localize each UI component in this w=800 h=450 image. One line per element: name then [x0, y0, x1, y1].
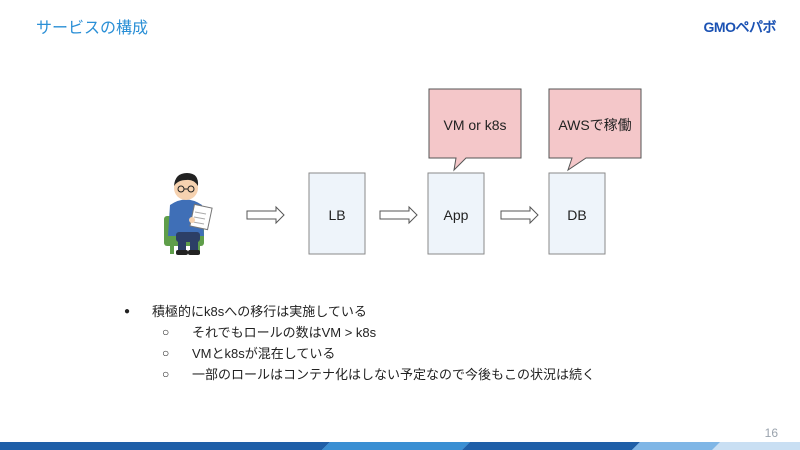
list-item: ○ 一部のロールはコンテナ化はしない予定なので今後もこの状況は続く	[124, 364, 595, 385]
slide-title: サービスの構成	[36, 20, 149, 37]
app-label: App	[444, 207, 469, 223]
app-callout: VM or k8s	[428, 88, 522, 172]
bullet-list: ● 積極的にk8sへの移行は実施している ○ それでもロールの数はVM > k8…	[124, 301, 595, 385]
app-callout-text: VM or k8s	[443, 117, 506, 133]
arrow-app-to-db	[500, 205, 539, 225]
bullet-sub-text: それでもロールの数はVM > k8s	[192, 325, 377, 340]
bullet-circle-icon: ○	[162, 325, 170, 339]
lb-label: LB	[328, 207, 345, 223]
bullet-circle-icon: ○	[162, 367, 170, 381]
list-item: ○ それでもロールの数はVM > k8s	[124, 322, 595, 343]
bullet-dot-icon: ●	[124, 306, 131, 317]
bullet-sub-text: 一部のロールはコンテナ化はしない予定なので今後もこの状況は続く	[192, 367, 596, 382]
db-callout-text: AWSで稼働	[558, 117, 631, 133]
person-reading-document-icon	[164, 173, 213, 255]
bullet-sub-text: VMとk8sが混在している	[192, 346, 336, 361]
arrow-lb-to-app	[379, 205, 418, 225]
lb-node: LB	[308, 172, 366, 255]
page-number: 16	[764, 426, 778, 440]
db-callout: AWSで稼働	[548, 88, 642, 172]
footer-color-bar	[0, 442, 800, 450]
bullet-circle-icon: ○	[162, 346, 170, 360]
app-node: App	[427, 172, 485, 255]
list-item: ● 積極的にk8sへの移行は実施している	[124, 301, 595, 322]
db-node: DB	[548, 172, 606, 255]
db-label: DB	[567, 207, 586, 223]
bullet-main-text: 積極的にk8sへの移行は実施している	[152, 304, 367, 319]
list-item: ○ VMとk8sが混在している	[124, 343, 595, 364]
company-logo: GMOペパボ	[703, 19, 777, 35]
architecture-diagram: LB App DB VM or k8s AWSで稼働	[164, 88, 642, 255]
arrow-to-lb	[246, 205, 285, 225]
